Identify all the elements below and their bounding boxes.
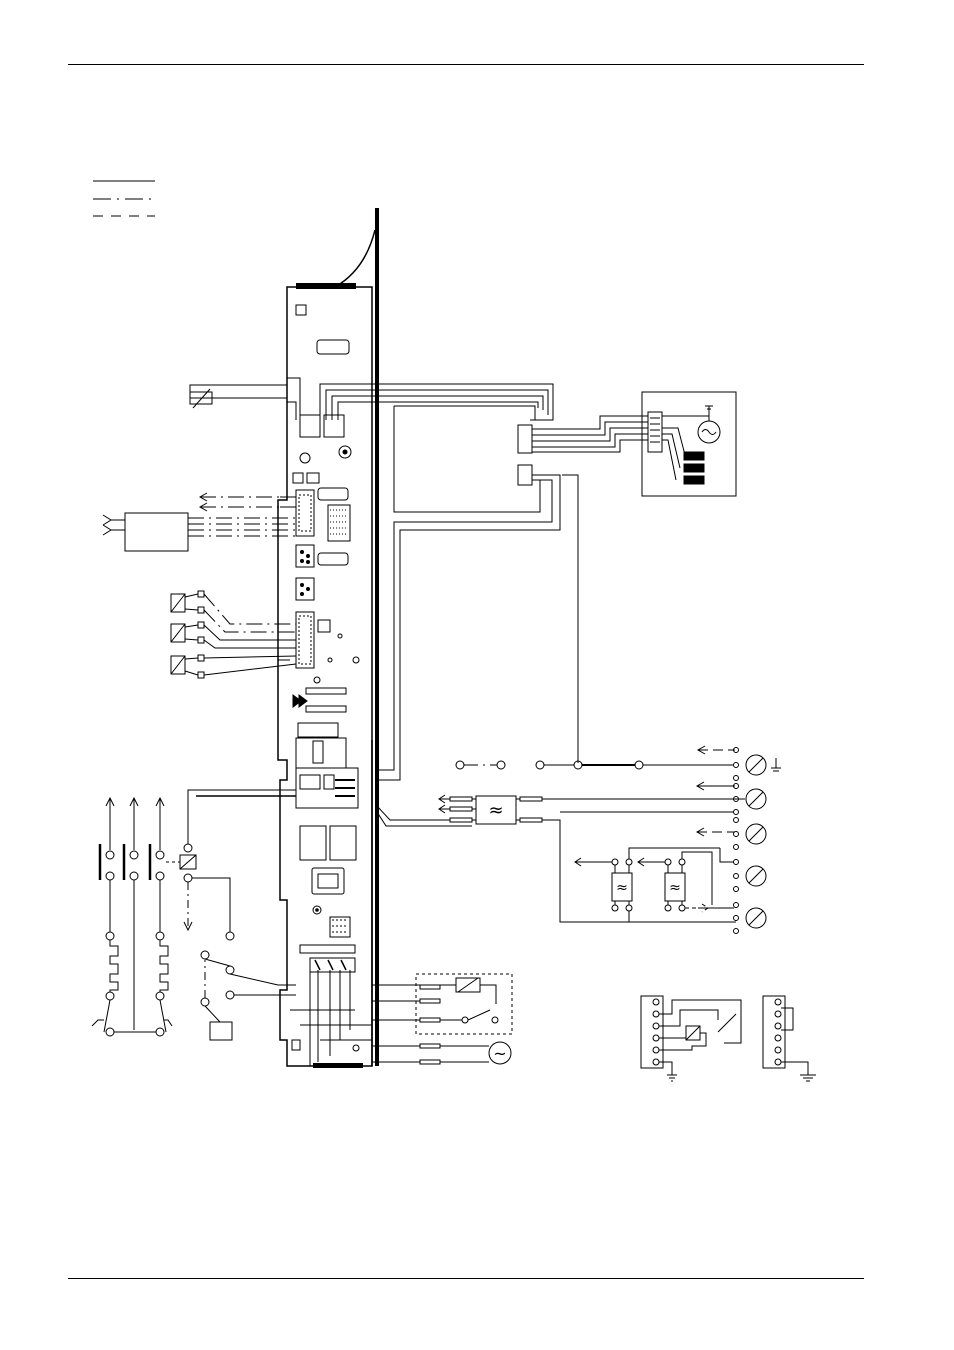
terminal-board-right [763,996,816,1081]
filter-glyph: ≈ [669,880,681,896]
winding-2 [684,464,704,472]
motor-unit [642,392,736,496]
ic-chip-grid [328,505,350,541]
contactor-circuit [92,790,296,1040]
power-supply-module [103,493,296,551]
filter-glyph: ≈ [616,880,628,896]
auxiliary-relay-box [210,1022,232,1040]
generator-glyph: ~ [493,1044,506,1063]
output-terminal-1 [643,746,781,781]
connector-block-2 [318,488,348,500]
relay-dashed-enclosure [416,974,512,1034]
overload-heater-left [106,880,118,1000]
board-outline [278,287,372,1066]
plug-connector-lower [518,465,532,485]
terminal-board-left [641,996,741,1081]
overload-heater-right [156,880,168,1000]
output-circuits: ≈ ≈ ≈ [290,746,781,1066]
thermistor-sensor [190,378,300,420]
output-terminal-2 [697,782,766,815]
generator: ~ [372,1042,511,1064]
filter-component-left: ≈ [575,848,720,922]
winding-1 [684,452,704,460]
ground-icon [667,1075,677,1081]
emi-filter: ≈ [377,795,745,922]
top-curved-cable [335,230,375,287]
plug-connector-upper [518,425,532,453]
line-style-legend [93,181,155,216]
power-supply-box [125,513,188,551]
output-terminal-5 [698,903,766,934]
ground-icon [800,1075,816,1081]
motor-cable-bundle [320,384,648,780]
winding-3 [684,476,704,484]
filter-glyph: ≈ [488,800,503,821]
relay-module [372,974,512,1034]
ground-icon [771,758,781,771]
output-terminal-4 [720,848,766,892]
filter-component-right: ≈ [638,852,712,912]
output-terminal-3 [697,818,766,850]
control-board [278,208,377,1068]
